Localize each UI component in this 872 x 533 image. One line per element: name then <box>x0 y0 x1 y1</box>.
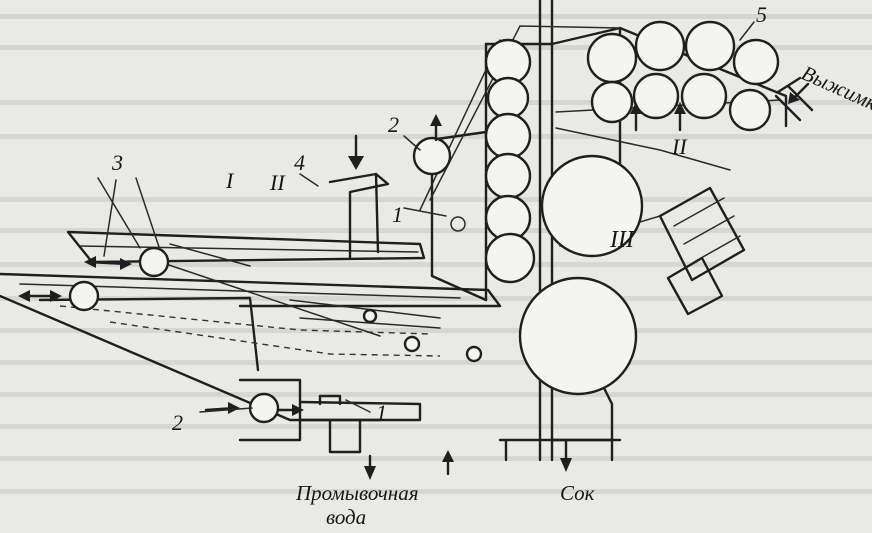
upper-roll-d <box>732 38 780 86</box>
upper-roll-a <box>586 32 638 84</box>
lower-roll-b <box>632 72 680 120</box>
label-1-bottom: 1 <box>376 400 387 425</box>
leader-lines <box>97 21 755 413</box>
big-roll-III <box>540 154 644 258</box>
label-II-press: II <box>671 134 688 159</box>
press-roll-4 <box>484 152 532 200</box>
lower-roll-a <box>590 80 634 124</box>
lower-drum <box>518 276 638 396</box>
small-roll-1 <box>450 216 466 232</box>
press-rolls <box>412 38 644 396</box>
caption-wash-water-2: вода <box>326 505 366 529</box>
upper-roll-b <box>634 20 686 72</box>
upflow-arrow <box>442 450 454 462</box>
conveyor-roller-top <box>138 246 170 278</box>
flow-arrows <box>364 82 810 480</box>
hydraulic-cylinder <box>658 186 746 316</box>
upper-roll-c <box>684 20 736 72</box>
lower-roll-d <box>728 88 772 132</box>
label-I: I <box>225 168 235 193</box>
caption-juice: Сок <box>560 481 595 505</box>
press-roll-3 <box>484 112 532 160</box>
label-III: III <box>609 227 635 253</box>
label-II-trough: II <box>269 170 286 195</box>
caption-wash-water-1: Промывочная <box>295 481 418 505</box>
motion-arrows <box>18 256 304 416</box>
conveyor-roller-left <box>68 280 100 312</box>
background-text-lines <box>0 14 872 494</box>
lower-roll-c <box>680 72 728 120</box>
wash-water-arrow <box>364 466 376 480</box>
label-2-top: 2 <box>388 112 399 137</box>
press-roll-6 <box>484 232 536 284</box>
label-5: 5 <box>756 2 767 27</box>
idler-roller-1 <box>403 335 421 353</box>
idler-roller-3 <box>362 308 378 324</box>
labels: 3 I II 4 2 1 1 2 III II 5 <box>111 2 767 435</box>
upper-press-group <box>586 20 814 132</box>
pomace-arrow <box>788 92 800 104</box>
idler-roller-2 <box>465 345 483 363</box>
label-4: 4 <box>294 150 305 175</box>
juice-arrow <box>560 458 572 472</box>
caption-pomace: Выжимки <box>798 61 872 120</box>
press-roll-2 <box>486 76 530 120</box>
label-1-press: 1 <box>392 202 403 227</box>
conveyor-rollers <box>68 246 483 424</box>
label-2-bottom: 2 <box>172 410 183 435</box>
label-3: 3 <box>111 150 123 175</box>
conveyor-roller-bottom <box>248 392 280 424</box>
roll-2-top <box>412 136 452 176</box>
